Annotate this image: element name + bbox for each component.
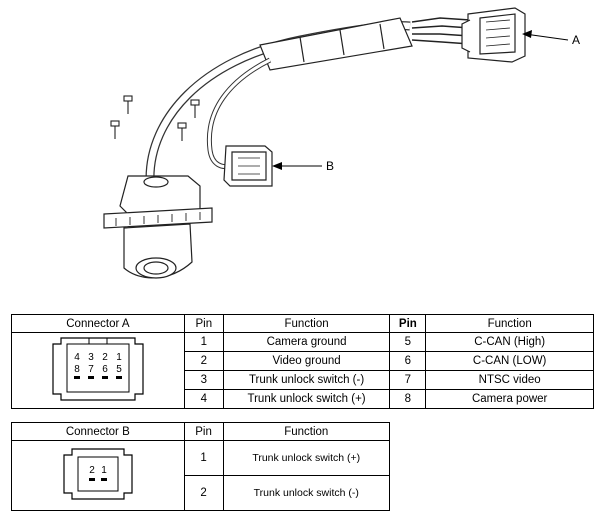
function-cell: Camera ground [222,332,391,352]
header-function: Function [222,314,391,333]
header-function-2: Function [425,314,594,333]
pin-label-5: 5 [116,364,122,375]
screws [110,95,200,141]
connector-a-face-icon: 4 3 2 1 8 7 6 5 [52,337,144,401]
cable-sheath [259,17,413,71]
pin-cell: 3 [183,370,224,390]
pin-cell-2: 6 [389,351,427,371]
header-connector-b: Connector B [11,422,185,441]
pin-label-6: 6 [102,364,108,375]
function-cell-2: Camera power [425,389,594,409]
pin-cell: 1 [183,440,224,476]
connector-a-table: Connector A Pin Function Pin Function 4 … [11,314,594,409]
function-cell-2: NTSC video [425,370,594,390]
camera-graphic [103,175,213,279]
connector-a-graphic [461,7,526,63]
camera-harness-illustration [103,7,569,279]
pin-label-2: 2 [102,352,108,363]
function-cell: Trunk unlock switch (-) [222,475,390,511]
pin-cell-2: 5 [389,332,427,352]
function-cell: Trunk unlock switch (+) [222,440,390,476]
pin-label-b1: 1 [101,465,107,476]
pin-cell: 2 [183,475,224,511]
function-cell: Trunk unlock switch (+) [222,389,391,409]
header-pin-2: Pin [389,314,427,333]
pin-cell-2: 8 [389,389,427,409]
pin-label-8: 8 [74,364,80,375]
connector-b-table: Connector B Pin Function 2 1 1 Trunk unl… [11,422,390,511]
label-a: A [572,33,581,47]
header-pin: Pin [183,314,224,333]
label-b: B [326,159,335,173]
pin-cell: 1 [183,332,224,352]
pin-cell-2: 7 [389,370,427,390]
pin-label-7: 7 [88,364,94,375]
header-pin: Pin [183,422,224,441]
pin-label-1: 1 [116,352,122,363]
connector-b-face-icon: 2 1 [63,448,133,500]
connector-b-graphic [223,145,273,187]
pin-label-4: 4 [74,352,80,363]
function-cell-2: C-CAN (LOW) [425,351,594,371]
function-cell: Video ground [222,351,391,371]
connector-b-face-cell: 2 1 [11,440,185,511]
function-cell-2: C-CAN (High) [425,332,594,352]
arrow-a [524,33,569,41]
header-function: Function [222,422,390,441]
connector-a-face-cell: 4 3 2 1 8 7 6 5 [11,332,185,409]
pin-cell: 2 [183,351,224,371]
function-cell: Trunk unlock switch (-) [222,370,391,390]
pin-label-3: 3 [88,352,94,363]
pin-cell: 4 [183,389,224,409]
pin-label-b2: 2 [89,465,95,476]
header-connector-a: Connector A [11,314,185,333]
